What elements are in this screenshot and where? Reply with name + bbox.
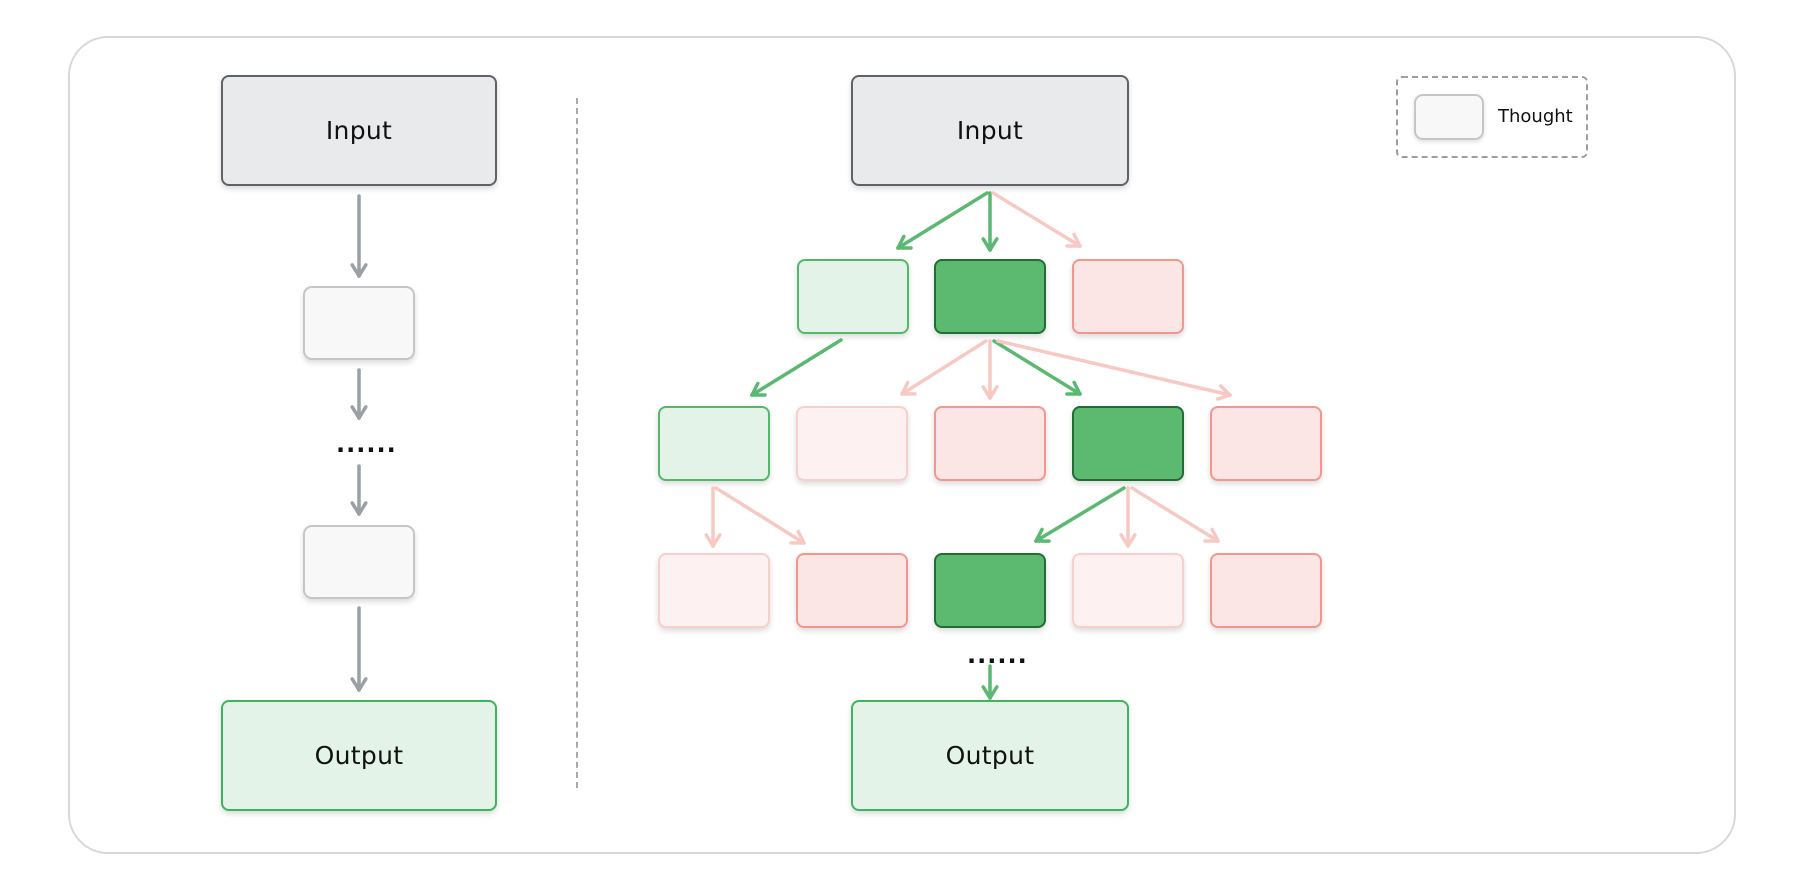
left-thought-node-2: [303, 525, 415, 599]
tree-arrow-l1-2-to-l2-3: [981, 339, 999, 400]
tree-arrow-l1-2-to-l2-2: [900, 339, 988, 396]
tree-thought-l1-2: [934, 259, 1046, 334]
left-thought-node-1: [303, 286, 415, 360]
left-input-node: Input: [221, 75, 497, 186]
tree-arrow-l2-4-to-l3-3: [1034, 486, 1126, 543]
legend: Thought: [1396, 76, 1588, 158]
tree-thought-l3-2: [796, 553, 908, 628]
tree-arrow-input-to-l1-2: [981, 191, 999, 252]
tree-thought-l2-2: [796, 406, 908, 481]
left-arrow-dots-to-thought: [350, 464, 368, 516]
tree-arrow-l2-4-to-l3-3-shaft: [1034, 486, 1126, 543]
tree-arrow-l2-4-to-l3-4-head-a: [1119, 533, 1130, 548]
right-output-node: Output: [851, 700, 1129, 811]
tree-arrow-l1-2-to-l2-4-shaft: [992, 339, 1082, 396]
tree-arrow-input-to-l1-3: [991, 191, 1082, 248]
tree-arrow-input-to-l1-2-head-a: [981, 237, 992, 252]
tree-arrow-l1-2-to-l2-3-head-b: [988, 385, 999, 400]
tree-arrow-l1-2-to-l2-4-head-b: [1072, 380, 1082, 396]
tree-thought-l1-1: [797, 259, 909, 334]
legend-thought-swatch: [1414, 94, 1484, 140]
tree-arrow-l2-1-to-l3-2: [714, 486, 806, 545]
tree-thought-l2-3: [934, 406, 1046, 481]
tree-arrow-l1-2-to-l2-5-head-a: [1215, 393, 1232, 401]
tree-arrow-l2-1-to-l3-1: [704, 486, 722, 548]
tree-arrow-l2-1-to-l3-1-head-a: [704, 533, 715, 548]
left-input-label: Input: [325, 116, 393, 145]
tree-arrow-l1-1-to-l2-1-head-a: [750, 381, 760, 397]
tree-arrow-input-to-l1-1-shaft: [896, 191, 989, 250]
tree-arrow-l1-2-to-l2-3-head-a: [981, 385, 992, 400]
tree-arrow-l2-1-to-l3-2-head-b: [796, 529, 806, 545]
right-ellipsis: ......: [967, 641, 1028, 669]
left-arrow-thought-to-dots: [350, 368, 368, 420]
left-arrow-thought-to-output: [350, 606, 368, 692]
left-arrow-input-to-thought-head-a: [350, 263, 361, 278]
panel-divider: [576, 98, 578, 788]
left-arrow-thought-to-output-head-a: [350, 677, 361, 692]
tree-arrow-l1-2-to-l2-4: [992, 339, 1082, 396]
left-arrow-thought-to-dots-head-b: [357, 405, 368, 420]
tree-arrow-dots-to-output: [981, 664, 999, 700]
right-input-node: Input: [851, 75, 1129, 186]
left-arrow-thought-to-output-head-b: [357, 677, 368, 692]
tree-arrow-input-to-l1-3-shaft: [991, 191, 1082, 248]
tree-arrow-l1-2-to-l2-2-shaft: [900, 339, 988, 396]
tree-arrow-l2-4-to-l3-5-head-b: [1210, 527, 1220, 543]
tree-arrow-l2-4-to-l3-5: [1130, 486, 1220, 543]
tree-thought-l2-4: [1072, 406, 1184, 481]
tree-arrow-l2-4-to-l3-5-shaft: [1130, 486, 1220, 543]
right-output-label: Output: [945, 741, 1035, 770]
tree-thought-l3-4: [1072, 553, 1184, 628]
left-arrow-input-to-thought-head-b: [357, 263, 368, 278]
left-arrow-input-to-thought: [350, 194, 368, 278]
tree-arrow-input-to-l1-1: [896, 191, 989, 250]
right-input-label: Input: [956, 116, 1024, 145]
tree-arrow-input-to-l1-2-head-b: [988, 237, 999, 252]
left-arrow-thought-to-dots-head-a: [350, 405, 361, 420]
tree-arrow-l1-2-to-l2-5-head-b: [1218, 384, 1232, 397]
legend-thought-label: Thought: [1498, 106, 1573, 127]
tree-thought-l2-1: [658, 406, 770, 481]
left-output-node: Output: [221, 700, 497, 811]
tree-thought-l2-5: [1210, 406, 1322, 481]
left-arrow-dots-to-thought-head-a: [350, 501, 361, 516]
tree-arrow-dots-to-output-head-b: [988, 685, 999, 700]
tree-thought-l3-1: [658, 553, 770, 628]
tree-arrow-l2-4-to-l3-4: [1119, 486, 1137, 548]
tree-arrow-l1-1-to-l2-1: [750, 338, 843, 397]
tree-arrow-l1-2-to-l2-2-head-a: [900, 380, 910, 396]
tree-thought-l3-3: [934, 553, 1046, 628]
left-arrow-dots-to-thought-head-b: [357, 501, 368, 516]
tree-thought-l1-3: [1072, 259, 1184, 334]
tree-arrow-l1-2-to-l2-5: [996, 339, 1232, 401]
tree-arrow-l2-1-to-l3-1-head-b: [711, 533, 722, 548]
left-ellipsis: ......: [336, 430, 397, 458]
tree-arrow-l2-4-to-l3-3-head-a: [1034, 527, 1044, 543]
tree-arrow-l2-4-to-l3-4-head-b: [1126, 533, 1137, 548]
tree-arrow-input-to-l1-1-head-a: [896, 234, 906, 250]
left-output-label: Output: [314, 741, 404, 770]
tree-arrow-l1-1-to-l2-1-shaft: [750, 338, 843, 397]
tree-arrow-input-to-l1-3-head-b: [1072, 232, 1082, 248]
tree-thought-l3-5: [1210, 553, 1322, 628]
tree-arrow-l1-2-to-l2-5-shaft: [996, 339, 1232, 397]
tree-arrow-l2-1-to-l3-2-shaft: [714, 486, 806, 545]
tree-arrow-dots-to-output-head-a: [981, 685, 992, 700]
